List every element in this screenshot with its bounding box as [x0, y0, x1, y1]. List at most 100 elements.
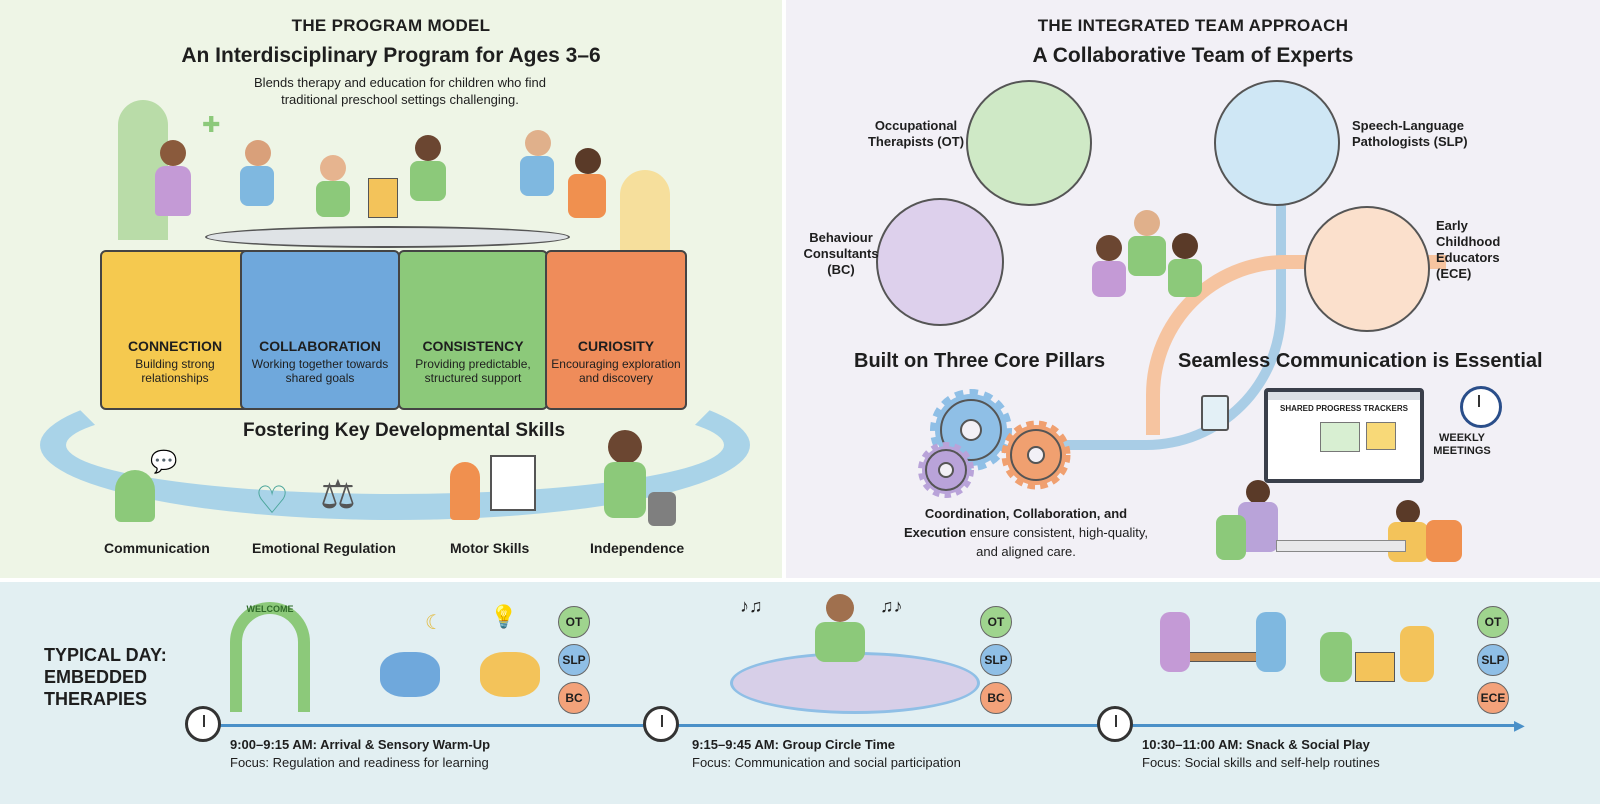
gear-purple	[918, 442, 974, 498]
child-figure	[410, 161, 446, 201]
decorative-arch	[620, 170, 670, 250]
lightbulb-icon: 💡	[490, 604, 518, 629]
child-figure	[240, 166, 274, 206]
tag-ece: ECE	[1477, 682, 1509, 714]
slot-focus: Focus: Social skills and self-help routi…	[1142, 755, 1380, 770]
skill-communication: Communication	[104, 540, 210, 556]
toy-blocks	[1355, 652, 1395, 682]
moon-icon: ☾	[425, 612, 443, 634]
slot-time: 9:00–9:15 AM: Arrival & Sensory Warm-Up	[230, 737, 491, 752]
role-ot: Occupational Therapists (OT)	[867, 118, 965, 149]
music-note-icon: ♫♪	[880, 596, 903, 616]
program-model-panel: THE PROGRAM MODEL An Interdisciplinary P…	[0, 0, 782, 578]
child-figure	[160, 140, 186, 166]
slot-focus: Focus: Regulation and readiness for lear…	[230, 755, 489, 770]
team-panel: THE INTEGRATED TEAM APPROACH A Collabora…	[786, 0, 1600, 578]
pillar-desc: Working together towards shared goals	[251, 357, 389, 385]
gears-icon	[918, 389, 1071, 498]
ot-vignette	[966, 80, 1092, 206]
tag-ot: OT	[980, 606, 1012, 638]
pillars-title: Built on Three Core Pillars	[854, 350, 1106, 372]
child-figure	[450, 462, 480, 520]
program-model-kicker: THE PROGRAM MODEL	[291, 16, 491, 35]
team-title: A Collaborative Team of Experts	[1032, 44, 1354, 67]
typical-day-title: TYPICAL DAY: EMBEDDED THERAPIES	[44, 645, 167, 709]
tag-bc: BC	[558, 682, 590, 714]
typical-day-strip: TYPICAL DAY: EMBEDDED THERAPIES ▶ WELCOM…	[0, 582, 1600, 804]
pillar-connection	[100, 250, 250, 410]
tag-ot: OT	[558, 606, 590, 638]
pillar-title: CONSISTENCY	[422, 338, 524, 354]
ece-vignette	[1304, 206, 1430, 332]
beanbag	[380, 652, 440, 697]
skill-emotional-regulation: Emotional Regulation	[252, 540, 396, 556]
platform	[205, 226, 570, 248]
meeting-scene	[1216, 480, 1466, 565]
pillar-title: COLLABORATION	[259, 338, 381, 354]
tag-slp: SLP	[980, 644, 1012, 676]
role-ece: Early Childhood Educators (ECE)	[1436, 218, 1501, 281]
child-figure	[155, 166, 191, 216]
drawing-icon	[490, 455, 536, 511]
toy-blocks	[368, 178, 398, 218]
speech-bubble-icon: 💬	[150, 449, 178, 474]
child-figure	[604, 462, 646, 518]
teacher-figure	[815, 622, 865, 662]
role-slp: Speech-Language Pathologists (SLP)	[1352, 118, 1468, 149]
skills-title: Fostering Key Developmental Skills	[242, 420, 566, 441]
welcome-arch	[230, 602, 310, 712]
child-figure	[316, 181, 350, 217]
music-note-icon: ♪♫	[740, 596, 763, 616]
pillar-curiosity	[545, 250, 687, 410]
pillars-description: Coordination, Collaboration, and Executi…	[896, 504, 1156, 561]
timeline-arrow-icon: ▶	[1514, 717, 1525, 733]
child-figure	[320, 155, 346, 181]
tracker-label: SHARED PROGRESS TRACKERS	[1279, 404, 1408, 413]
teacher-figure	[826, 594, 854, 622]
document-icon	[1201, 395, 1229, 431]
tag-ot: OT	[1477, 606, 1509, 638]
child-figure	[525, 130, 551, 156]
slot-time: 10:30–11:00 AM: Snack & Social Play	[1142, 737, 1370, 752]
gear-orange	[1001, 420, 1071, 490]
pillar-collaboration	[240, 250, 400, 410]
timeline-line	[200, 724, 1520, 727]
child-figure	[568, 174, 606, 218]
child-figure	[575, 148, 601, 174]
bc-vignette	[876, 198, 1004, 326]
clock-icon	[1460, 386, 1502, 428]
pillar-title: CONNECTION	[127, 338, 223, 354]
child-figure	[1400, 626, 1434, 682]
team-kicker: THE INTEGRATED TEAM APPROACH	[1037, 16, 1349, 35]
heart-icon: ♡	[255, 480, 290, 522]
skill-motor-skills: Motor Skills	[450, 540, 530, 556]
weekly-meetings-label: WEEKLY MEETINGS	[1433, 432, 1491, 457]
tag-slp: SLP	[558, 644, 590, 676]
pillars-desc-bold: Coordination, Collaboration, and Executi…	[904, 506, 1128, 540]
program-model-subtitle: Blends therapy and education for childre…	[254, 75, 546, 107]
tag-bc: BC	[980, 682, 1012, 714]
slot-time: 9:15–9:45 AM: Group Circle Time	[692, 737, 896, 752]
clock-icon	[643, 706, 679, 742]
slp-vignette	[1214, 80, 1340, 206]
beanbag	[480, 652, 540, 697]
clock-icon	[1097, 706, 1133, 742]
child-figure	[1160, 612, 1190, 672]
skill-independence: Independence	[590, 540, 685, 556]
slot-focus: Focus: Communication and social particip…	[692, 755, 961, 770]
child-figure	[608, 430, 642, 464]
backpack-icon	[648, 492, 676, 526]
pillar-desc: Encouraging exploration and discovery	[551, 357, 681, 385]
program-model-title: An Interdisciplinary Program for Ages 3–…	[181, 44, 601, 67]
child-figure	[520, 156, 554, 196]
tag-slp: SLP	[1477, 644, 1509, 676]
pillar-consistency	[398, 250, 548, 410]
puzzle-piece-icon: ✚	[202, 112, 221, 137]
child-figure	[415, 135, 441, 161]
pillars-desc-rest: ensure consistent, high-quality, and ali…	[966, 525, 1148, 559]
communication-title: Seamless Communication is Essential	[1178, 350, 1543, 372]
children-group	[1086, 205, 1206, 305]
pillar-desc: Providing predictable, structured suppor…	[415, 357, 531, 385]
progress-tracker-screen: SHARED PROGRESS TRACKERS	[1264, 388, 1424, 483]
role-bc: Behaviour Consultants (BC)	[803, 230, 879, 277]
